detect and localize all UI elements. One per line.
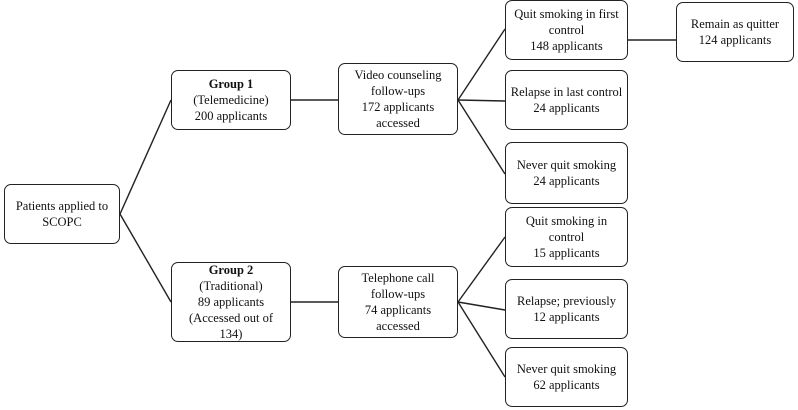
root-line-2: SCOPC <box>42 215 82 229</box>
g2-never-line-1: Never quit smoking <box>516 362 617 376</box>
g1-relapse-node: Relapse in last control 24 applicants <box>505 70 628 130</box>
g1-relapse-line-1: Relapse in last control <box>510 85 623 99</box>
g1-remain-line-2: 124 applicants <box>698 33 772 47</box>
g2-never-node: Never quit smoking 62 applicants <box>505 347 628 407</box>
g1-quit-line-1: Quit smoking in first <box>514 7 619 21</box>
group1-line-1: (Telemedicine) <box>193 93 269 107</box>
edge-g1f-relapse <box>457 99 506 102</box>
g2-quit-line-1: Quit smoking in <box>525 214 608 228</box>
g1-relapse-line-2: 24 applicants <box>533 101 600 115</box>
g2-quit-node: Quit smoking in control 15 applicants <box>505 207 628 267</box>
g2-relapse-line-1: Relapse; previously <box>517 294 616 308</box>
group1-title: Group 1 <box>208 77 254 91</box>
group2-node: Group 2 (Traditional) 89 applicants (Acc… <box>171 262 291 342</box>
g1f-line-1: Video counseling <box>354 68 442 82</box>
g1-quit-node: Quit smoking in first control 148 applic… <box>505 0 628 60</box>
edge-root-group2 <box>119 213 172 303</box>
g2-relapse-node: Relapse; previously 12 applicants <box>505 279 628 339</box>
group1-followup-node: Video counseling follow-ups 172 applican… <box>338 63 458 135</box>
group1-node: Group 1 (Telemedicine) 200 applicants <box>171 70 291 130</box>
root-line-1: Patients applied to <box>15 199 109 213</box>
g2-relapse-line-2: 12 applicants <box>533 310 600 324</box>
g1f-line-2: follow-ups <box>370 84 426 98</box>
g1-never-node: Never quit smoking 24 applicants <box>505 142 628 204</box>
edge-g1f-quit <box>457 28 506 101</box>
g2f-line-1: Telephone call <box>361 271 435 285</box>
g1-never-line-2: 24 applicants <box>533 174 600 188</box>
group2-followup-node: Telephone call follow-ups 74 applicants … <box>338 266 458 338</box>
g1-quit-line-3: 148 applicants <box>530 39 603 53</box>
edge-g2f-quit <box>457 236 506 303</box>
group2-line-1: (Traditional) <box>199 279 263 293</box>
edge-g2f-never <box>457 301 506 378</box>
group2-line-3: (Accessed out of 134) <box>189 311 273 341</box>
group2-line-2: 89 applicants <box>197 295 265 309</box>
g1f-line-4: accessed <box>376 116 420 130</box>
edge-g2f-relapse <box>457 301 506 311</box>
g2-quit-line-3: 15 applicants <box>533 246 600 260</box>
g2-quit-line-2: control <box>548 230 585 244</box>
root-node: Patients applied to SCOPC <box>4 184 120 244</box>
group2-title: Group 2 <box>208 263 254 277</box>
group1-line-2: 200 applicants <box>194 109 268 123</box>
g1-never-line-1: Never quit smoking <box>516 158 617 172</box>
g2f-line-2: follow-ups <box>370 287 426 301</box>
edge-g1f-never <box>457 99 506 175</box>
edge-root-group1 <box>119 99 172 215</box>
g1-quit-line-2: control <box>548 23 585 37</box>
g1-remain-node: Remain as quitter 124 applicants <box>676 2 794 62</box>
g2f-line-4: accessed <box>376 319 420 333</box>
g1f-line-3: 172 applicants <box>361 100 435 114</box>
g2-never-line-2: 62 applicants <box>533 378 600 392</box>
g2f-line-3: 74 applicants <box>364 303 432 317</box>
g1-remain-line-1: Remain as quitter <box>690 17 780 31</box>
